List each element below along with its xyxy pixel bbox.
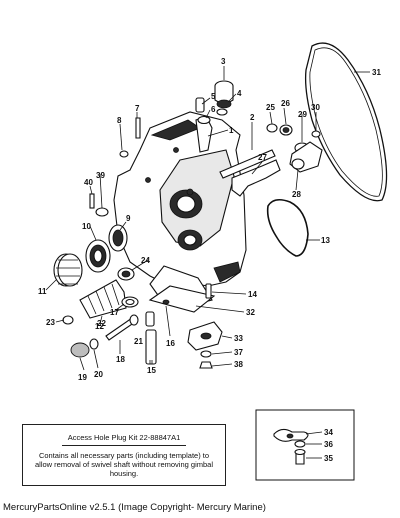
callout-39: 39 — [96, 171, 105, 180]
callout-23: 23 — [46, 318, 55, 327]
callout-11: 11 — [38, 287, 47, 296]
callout-5: 5 — [211, 92, 216, 101]
callout-27: 27 — [258, 153, 267, 162]
callout-40: 40 — [84, 178, 93, 187]
kit-parts-box — [255, 409, 355, 481]
callout-17: 17 — [110, 308, 119, 317]
callout-1: 1 — [229, 126, 234, 135]
leader-lines — [45, 66, 370, 459]
callout-3: 3 — [221, 57, 226, 66]
callout-31: 31 — [372, 68, 381, 77]
callout-9: 9 — [126, 214, 131, 223]
callout-19: 19 — [78, 373, 87, 382]
bearing-10 — [85, 239, 111, 273]
callout-37: 37 — [234, 348, 243, 357]
callout-16: 16 — [166, 339, 175, 348]
callout-13: 13 — [321, 236, 330, 245]
callout-6: 6 — [211, 105, 216, 114]
callout-36: 36 — [324, 440, 333, 449]
callout-34: 34 — [324, 428, 333, 437]
gasket-31-shape — [304, 42, 388, 202]
copyright-footer: MercuryPartsOnline v2.5.1 (Image Copyrig… — [3, 502, 266, 513]
callout-7: 7 — [135, 104, 140, 113]
callout-38: 38 — [234, 360, 243, 369]
callout-33: 33 — [234, 334, 243, 343]
callout-14: 14 — [248, 290, 257, 299]
callout-29: 29 — [298, 110, 307, 119]
callout-35: 35 — [324, 454, 333, 463]
access-kit-title: Access Hole Plug Kit 22-88847A1 — [61, 433, 187, 446]
callout-21: 21 — [134, 337, 143, 346]
callout-18: 18 — [116, 355, 125, 364]
bearing-race-11 — [53, 253, 83, 287]
callout-24: 24 — [141, 256, 150, 265]
callout-8: 8 — [117, 116, 122, 125]
callout-30: 30 — [311, 103, 320, 112]
callout-26: 26 — [281, 99, 290, 108]
callout-numbers: 1 2 3 4 5 6 7 8 9 10 11 12 13 14 15 16 1… — [38, 57, 381, 463]
callout-4: 4 — [237, 89, 242, 98]
callout-22: 22 — [97, 319, 106, 328]
callout-20: 20 — [94, 370, 103, 379]
callout-2: 2 — [250, 113, 255, 122]
callout-25: 25 — [266, 103, 275, 112]
callout-32: 32 — [246, 308, 255, 317]
gimbal-housing — [113, 111, 247, 307]
callout-12: 12 — [95, 322, 104, 331]
callout-28: 28 — [292, 190, 301, 199]
access-kit-note: Access Hole Plug Kit 22-88847A1 Contains… — [22, 424, 226, 486]
access-kit-description: Contains all necessary parts (including … — [35, 451, 213, 478]
callout-10: 10 — [82, 222, 91, 231]
callout-15: 15 — [147, 366, 156, 375]
